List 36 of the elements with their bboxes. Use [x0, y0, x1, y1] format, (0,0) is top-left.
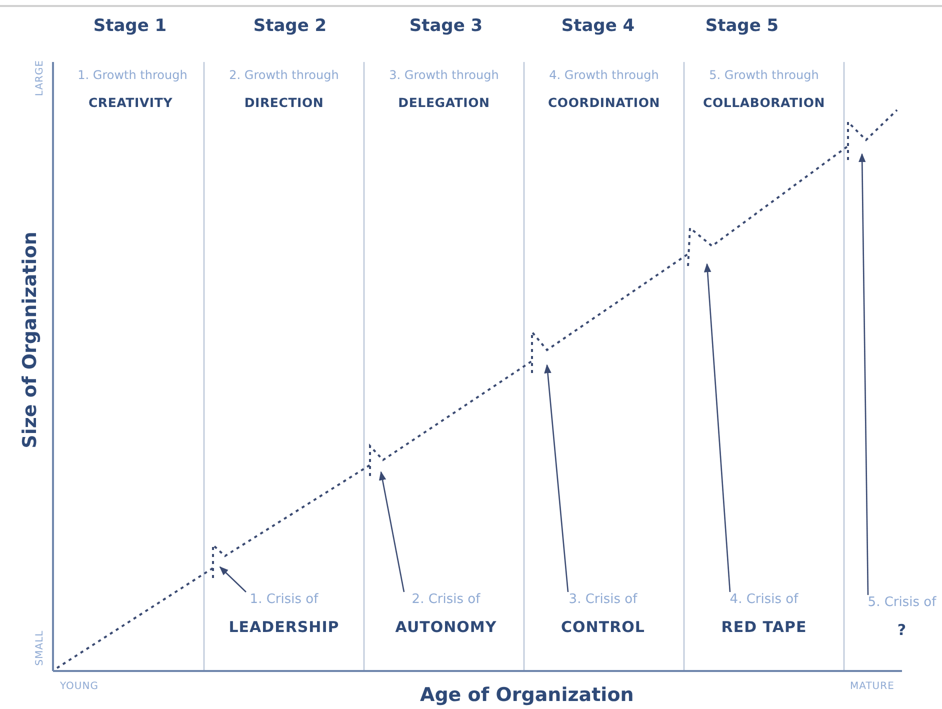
arrow	[378, 471, 405, 592]
crisis-label: 1. Crisis of	[250, 592, 318, 607]
y-axis-title: Size of Organization	[19, 232, 41, 448]
growth-phase-label: COORDINATION	[548, 95, 660, 110]
arrow	[219, 566, 246, 592]
growth-phase-label: DIRECTION	[244, 95, 324, 110]
stage-heading: Stage 4	[560, 16, 636, 36]
stage-heading: Stage 2	[252, 16, 328, 36]
crisis-label: 3. Crisis of	[568, 592, 638, 607]
crisis-name: RED TAPE	[721, 618, 807, 636]
stage-heading: Stage 5	[704, 16, 780, 36]
crisis-name: AUTONOMY	[395, 618, 497, 636]
axis-end-label: MATURE	[850, 681, 894, 692]
arrow	[544, 364, 569, 592]
crisis-name: LEADERSHIP	[228, 618, 340, 636]
growth-label: 5. Growth through	[709, 68, 819, 82]
crisis-name: ?	[897, 621, 907, 639]
stage-heading: Stage 3	[408, 16, 484, 36]
growth-phase-label: CREATIVITY	[88, 95, 173, 110]
growth-phase-label: DELEGATION	[398, 95, 490, 110]
growth-phase-label: COLLABORATION	[702, 95, 826, 110]
crisis-label: 4. Crisis of	[730, 592, 798, 607]
arrow	[858, 153, 869, 595]
arrow	[704, 263, 731, 592]
growth-label: 4. Growth through	[549, 68, 659, 82]
crisis-label: 5. Crisis of	[868, 595, 936, 610]
x-axis-title: Age of Organization	[420, 684, 634, 706]
growth-label: 3. Growth through	[389, 68, 499, 82]
crisis-label: 2. Crisis of	[412, 592, 480, 607]
stage-heading: Stage 1	[92, 16, 168, 36]
growth-label: 1. Growth through	[78, 68, 188, 82]
axis-end-label: LARGE	[34, 60, 46, 96]
axis-end-label: SMALL	[34, 630, 46, 666]
crisis-name: CONTROL	[561, 618, 645, 636]
axis-end-label: YOUNG	[60, 681, 98, 692]
growth-label: 2. Growth through	[229, 68, 339, 82]
